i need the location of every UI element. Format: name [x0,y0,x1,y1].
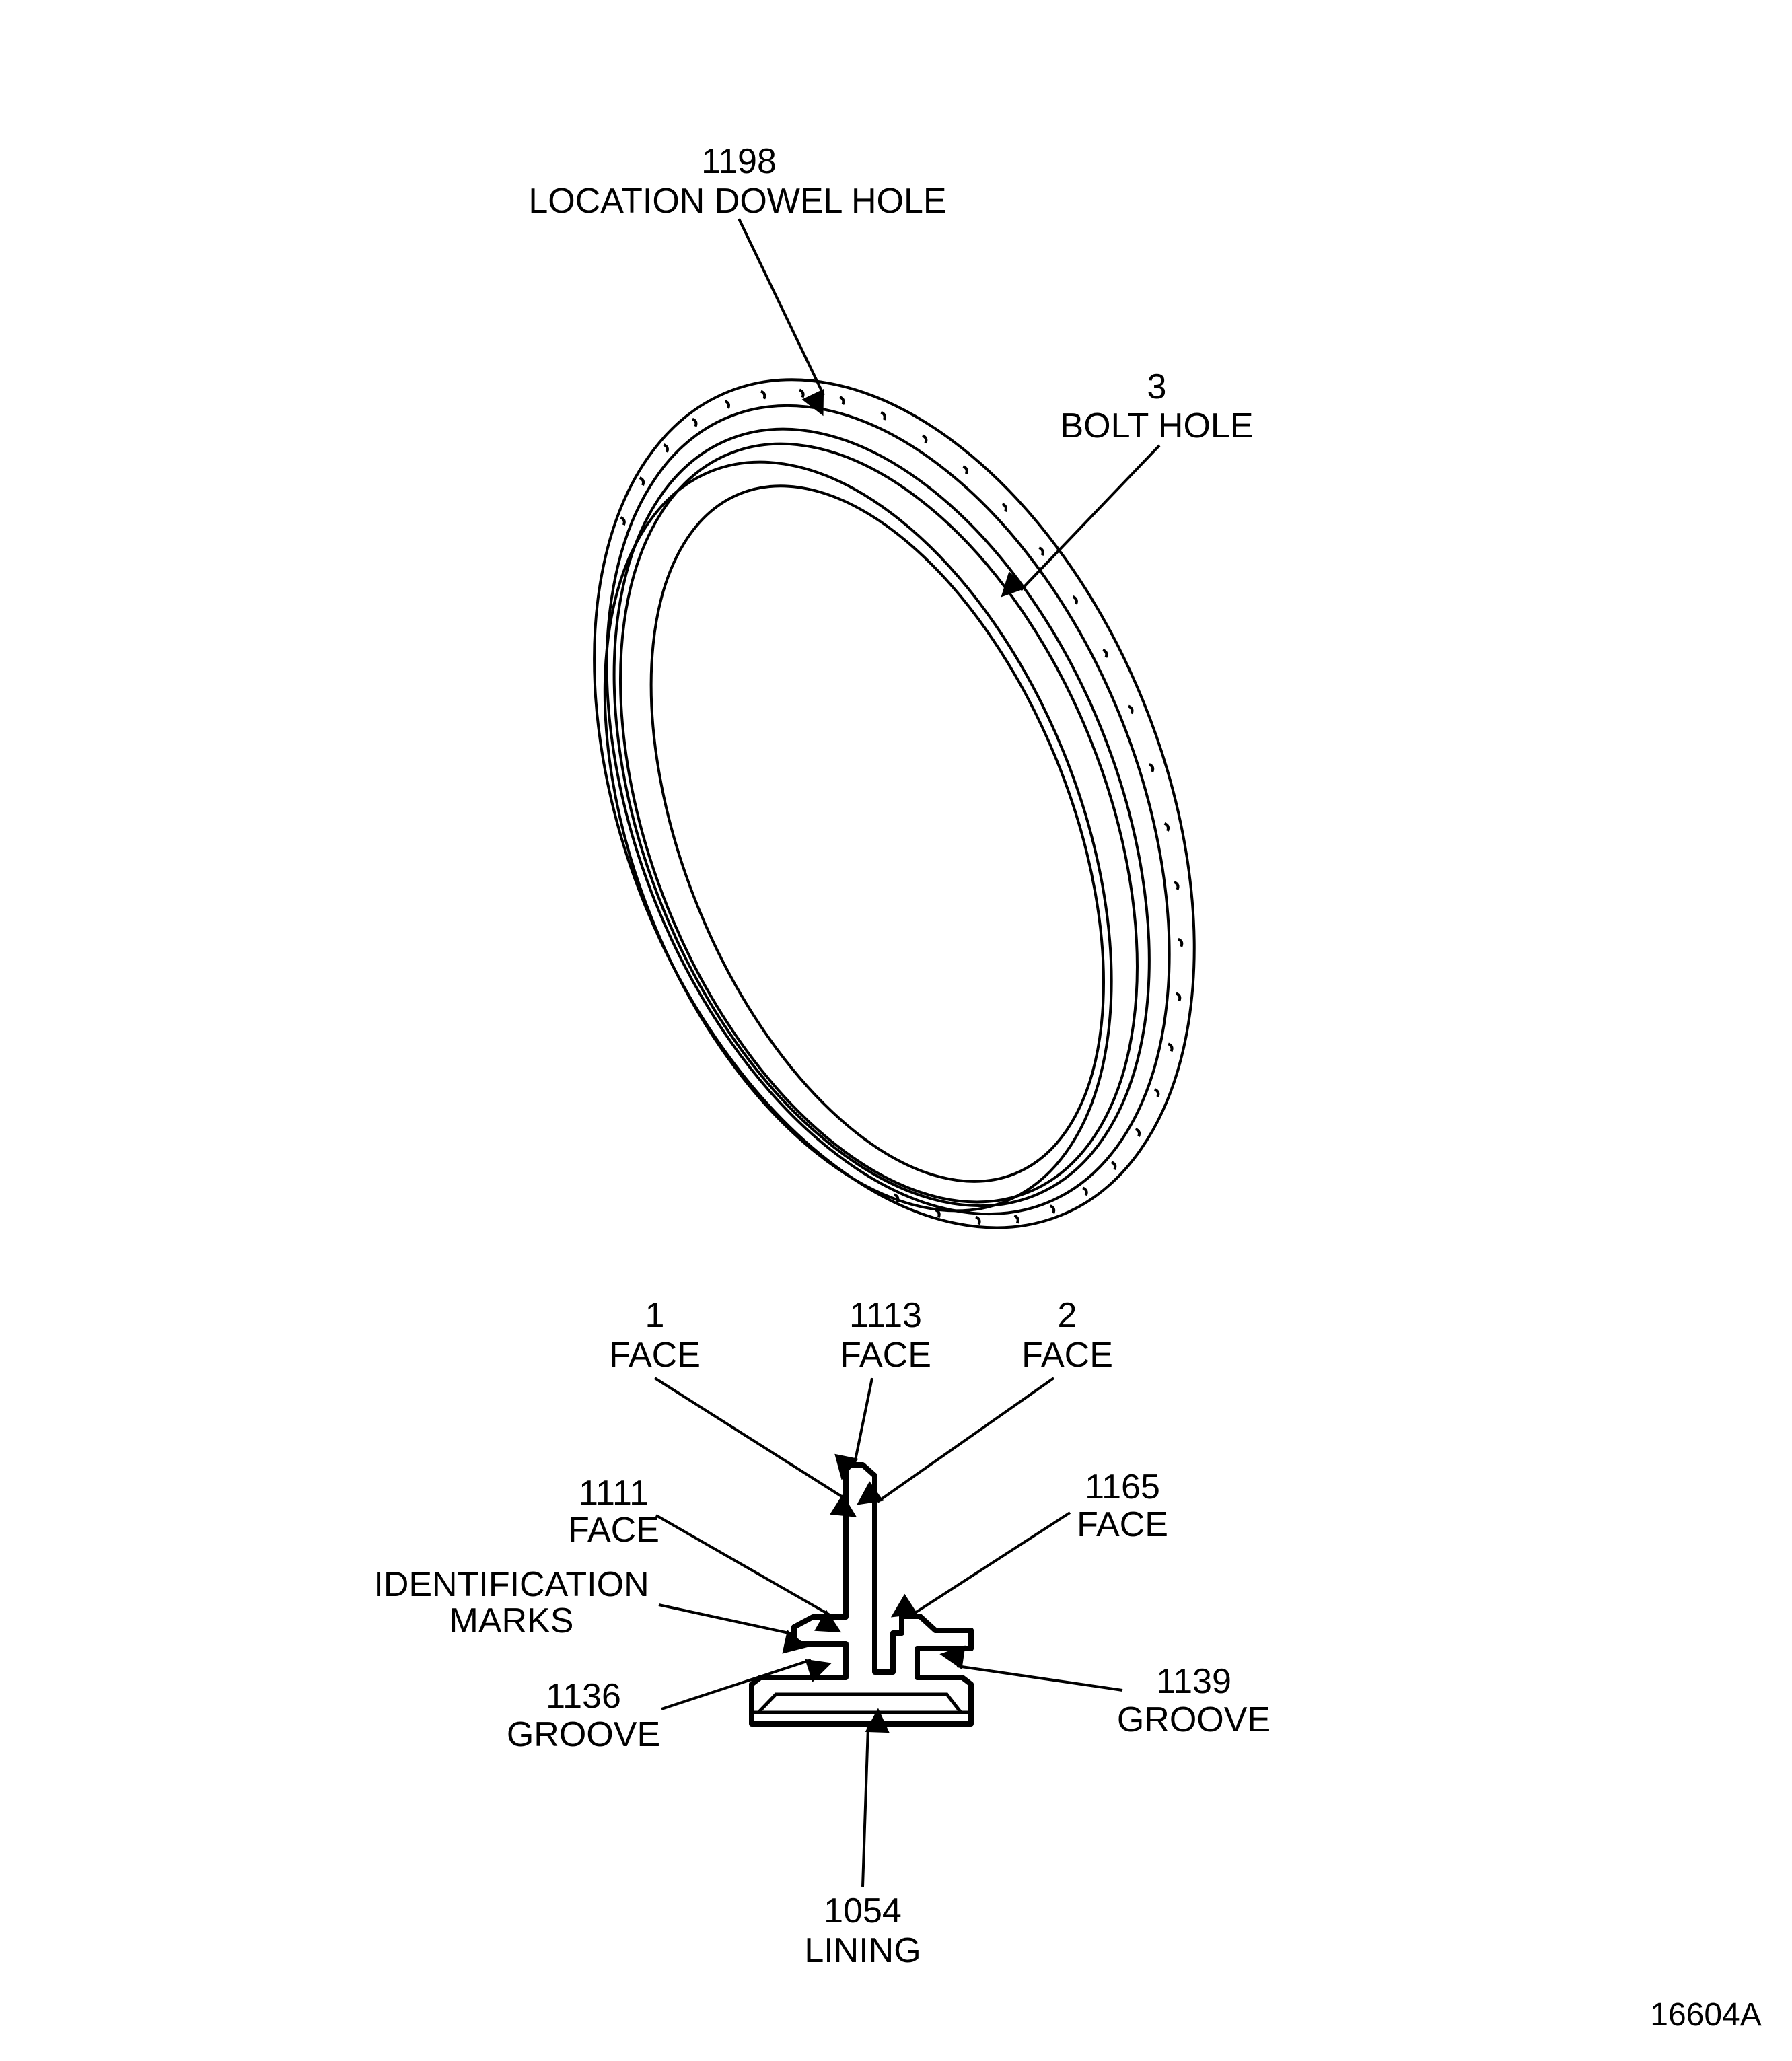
bolt-hole [1177,937,1184,947]
leader-arrow-identification [658,1603,809,1654]
callout-1136-number: 1136 [546,1677,621,1716]
bolt-hole [1110,1161,1117,1171]
callout-identification-text2: MARKS [450,1601,574,1640]
bolt-hole [1072,595,1078,605]
callout-1113-text: FACE [840,1336,931,1375]
leader-arrow-1113 [834,1377,873,1480]
lining-layer [752,1692,971,1714]
callout-2-number: 2 [1058,1296,1077,1335]
leader-arrow-1139 [939,1645,1123,1692]
leader-arrow-1111 [655,1514,842,1633]
leader-arrow-1165 [890,1511,1071,1618]
bolt-hole [799,388,805,398]
bolt-hole [880,410,886,421]
callout-1165-text: FACE [1077,1505,1168,1544]
bolt-hole [1174,881,1180,890]
callout-1198-text: LOCATION DOWEL HOLE [528,182,946,221]
callout-3-text: BOLT HOLE [1060,406,1253,445]
callout-1-text: FACE [609,1336,701,1375]
callout-1113-number: 1113 [849,1296,922,1335]
bolt-hole [1102,648,1108,658]
ring-bore [649,484,1105,1183]
bolt-hole [760,390,766,400]
callout-1111-text: FACE [568,1511,659,1550]
figure-id: 16604A [1650,1997,1762,2033]
ring-flange-inner-edge [605,404,1171,1216]
callout-1165-number: 1165 [1085,1468,1160,1507]
callout-1111-number: 1111 [579,1474,649,1513]
bolt-hole [663,443,669,453]
bolt-hole [1135,1128,1141,1137]
leader-arrow-1136 [661,1659,832,1710]
leader-arrow-3 [1001,444,1161,598]
bolt-hole [692,417,698,427]
bolt-hole [1038,546,1044,556]
bolt-hole [1175,992,1182,1002]
bolt-hole [893,1193,900,1203]
bolt-hole [975,1215,981,1225]
leader-arrow-1198 [738,218,825,417]
ring-drawing [593,378,1196,1229]
ring-body-outer [612,427,1151,1208]
ring-flange-outer-edge [593,378,1196,1229]
bolt-hole [935,1208,941,1219]
bolt-hole [620,516,626,526]
ring-cross-section [749,1462,974,1727]
callout-1054-text: LINING [804,1931,921,1970]
section-outline [749,1462,974,1727]
bolt-hole [1153,1088,1160,1097]
bolt-hole [1168,1042,1174,1052]
bolt-hole [724,400,730,409]
bolt-hole [839,396,845,405]
leader-arrow-2 [857,1377,1055,1505]
bolt-hole [1013,1214,1019,1224]
callout-identification-text: IDENTIFICATION [373,1565,649,1604]
callout-1139-text: GROOVE [1117,1700,1270,1739]
bolt-holes [620,388,1184,1225]
bolt-hole [962,465,968,475]
bolt-hole [1049,1204,1056,1214]
callout-1198-number: 1198 [701,142,777,181]
leader-arrow-1 [653,1377,857,1517]
ring-bore-back [603,460,1113,1213]
bolt-hole [1163,822,1170,832]
bolt-hole [1001,503,1007,512]
bolt-hole [1148,763,1155,772]
callout-1136-text: GROOVE [507,1715,660,1754]
section-callouts: 1 FACE 1113 FACE 2 FACE 1111 FACE 1165 F… [373,1296,1270,1970]
bolt-hole [1128,704,1134,715]
bolt-hole [639,476,645,486]
bolt-hole [1082,1186,1088,1196]
callout-1139-number: 1139 [1156,1662,1231,1701]
callout-1-number: 1 [645,1296,665,1335]
callout-3-number: 3 [1147,367,1167,406]
bolt-hole [921,434,928,444]
ring-body-line [619,442,1139,1204]
callout-2-text: FACE [1022,1336,1113,1375]
callout-1054-number: 1054 [824,1891,902,1930]
leader-arrow-1054 [861,1708,890,1887]
